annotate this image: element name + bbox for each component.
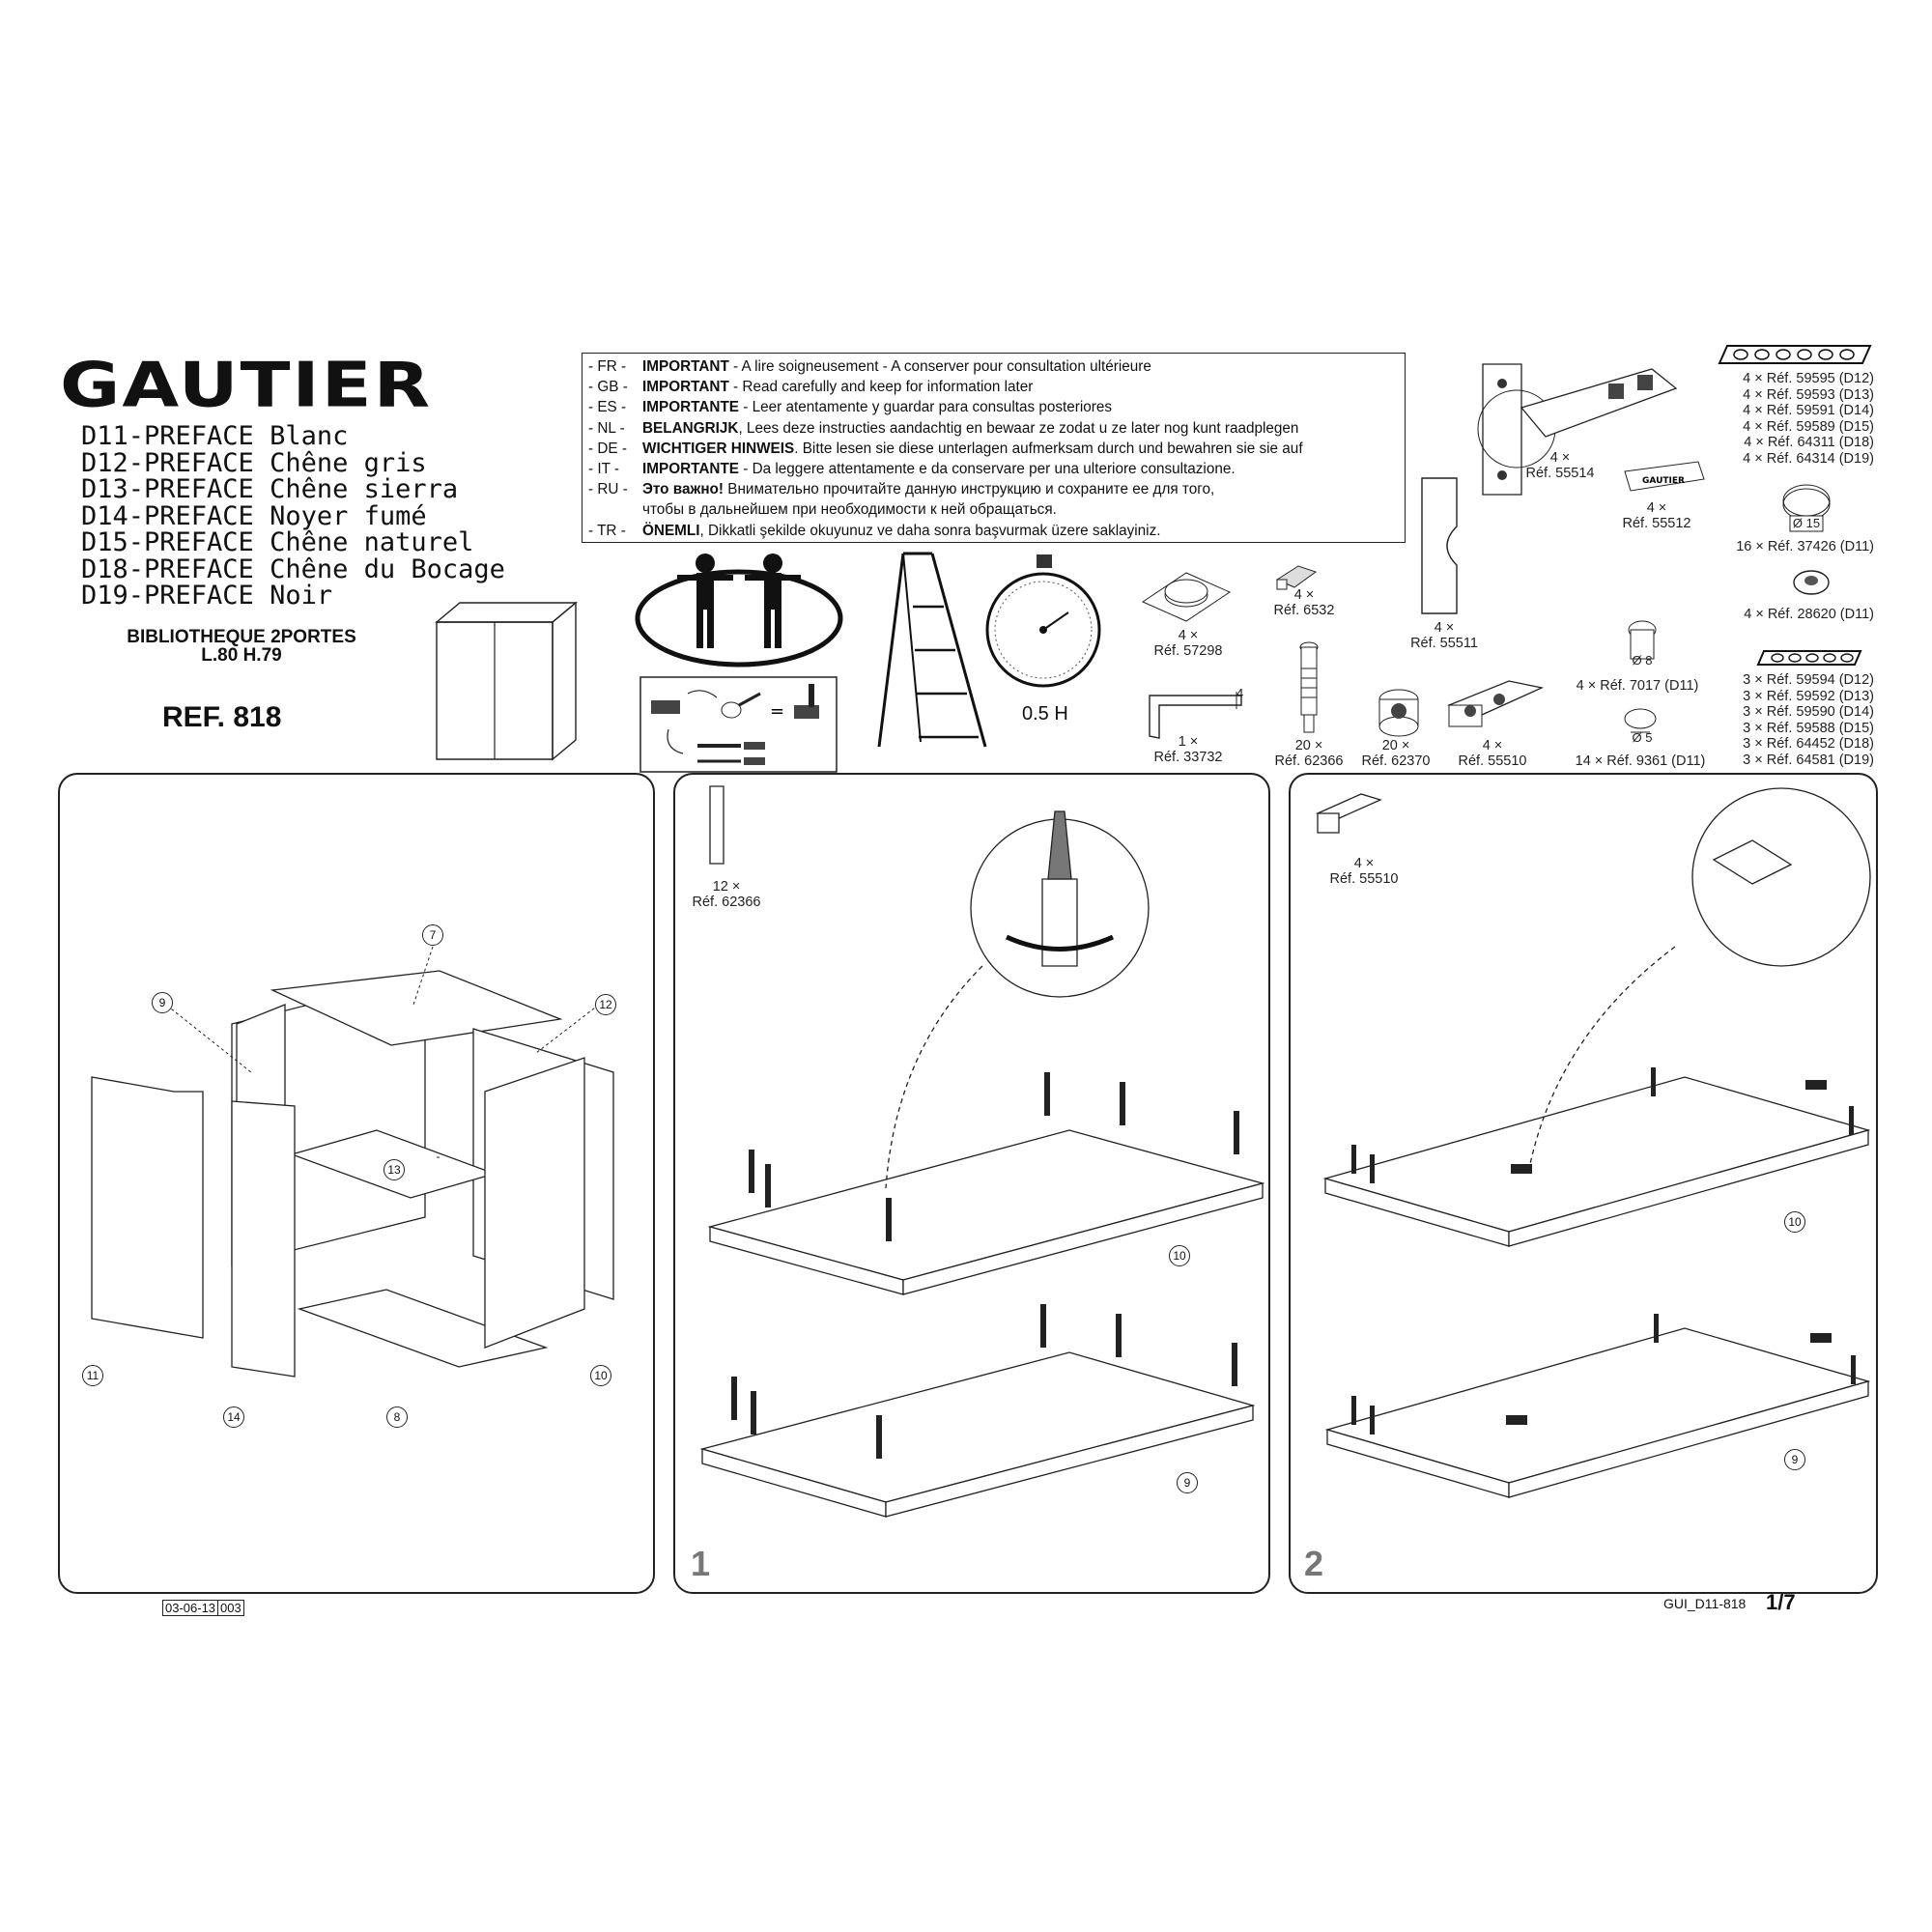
hardware-label-55510: 4 ×Réf. 55510 — [1458, 738, 1527, 769]
felt-pad-icon — [1138, 568, 1235, 626]
hardware-label-55514: 4 ×Réf. 55514 — [1525, 450, 1595, 481]
washer-icon — [1787, 565, 1835, 600]
hardware-label-6532: 4 ×Réf. 6532 — [1273, 587, 1335, 618]
leg-strip-icon — [1718, 344, 1872, 365]
hardware-label-33732: 1 ×Réf. 33732 — [1153, 734, 1223, 765]
step1-part-label: 12 ×Réf. 62366 — [692, 879, 761, 910]
callout-part-9: 9 — [1177, 1472, 1198, 1493]
hinge-plate-icon — [1418, 473, 1476, 618]
revision-box: 03-06-13 003 — [162, 1600, 244, 1616]
warning-box: - FR -IMPORTANT - A lire soigneusement -… — [582, 353, 1406, 543]
allen-key-size: 4 — [1236, 686, 1244, 700]
product-title: BIBLIOTHEQUE 2PORTES L.80 H.79 — [116, 628, 367, 665]
warning-row: - DE -WICHTIGER HINWEIS. Bitte lesen sie… — [588, 440, 1303, 457]
step-number: 1 — [691, 1544, 711, 1583]
leg-strip-short-icon — [1756, 649, 1862, 667]
model-line: D14-PREFACE Noyer fumé — [81, 500, 427, 531]
page-number: 1/7 — [1766, 1590, 1796, 1614]
svg-text:=: = — [770, 701, 784, 722]
callout-part-12: 12 — [595, 994, 616, 1015]
tools-icon: = — [639, 676, 838, 773]
callout-part-9: 9 — [152, 992, 173, 1013]
step-number: 2 — [1304, 1544, 1324, 1583]
step2-diagram — [1289, 773, 1878, 1594]
hardware-label-55511: 4 ×Réf. 55511 — [1410, 620, 1478, 651]
callout-part-8: 8 — [386, 1406, 408, 1428]
model-list: D11-PREFACE Blanc D12-PREFACE Chêne gris… — [81, 423, 505, 610]
hinge-cover-brand: GAUTIER — [1642, 476, 1685, 486]
model-line: D11-PREFACE Blanc — [81, 421, 349, 451]
model-line: D12-PREFACE Chêne gris — [81, 447, 427, 478]
model-line: D18-PREFACE Chêne du Bocage — [81, 554, 505, 584]
warning-row: - GB -IMPORTANT - Read carefully and kee… — [588, 379, 1034, 396]
step2-part-label: 4 ×Réf. 55510 — [1329, 856, 1399, 887]
legs-long-refs: 4 × Réf. 59595 (D12)4 × Réf. 59593 (D13)… — [1743, 371, 1874, 467]
hardware-label-62366: 20 ×Réf. 62366 — [1274, 738, 1344, 769]
warning-row: - ES -IMPORTANTE - Leer atentamente y gu… — [588, 399, 1113, 416]
overview-panel — [58, 773, 655, 1594]
callout-part-10: 10 — [1169, 1245, 1190, 1266]
warning-row: - RU -Это важно! Внимательно прочитайте … — [588, 481, 1215, 498]
hardware-label-9361: 14 × Réf. 9361 (D11) — [1575, 753, 1706, 769]
two-people-icon — [633, 554, 845, 671]
hardware-label-7017: 4 × Réf. 7017 (D11) — [1576, 678, 1699, 694]
hardware-label-28620: 4 × Réf. 28620 (D11) — [1744, 607, 1874, 622]
step1-diagram — [673, 773, 1270, 1594]
pin-8-diameter: Ø 8 — [1632, 653, 1653, 668]
revision-date: 03-06-13 — [162, 1600, 219, 1616]
cap-5-diameter: Ø 5 — [1632, 730, 1653, 745]
hardware-label-57298: 4 ×Réf. 57298 — [1153, 628, 1223, 659]
callout-part-10: 10 — [1784, 1211, 1805, 1233]
hardware-label-37426: 16 × Réf. 37426 (D11) — [1736, 539, 1874, 554]
product-name: BIBLIOTHEQUE 2PORTES — [127, 627, 356, 647]
warning-row: - NL -BELANGRIJK, Lees deze instructies … — [588, 419, 1299, 437]
cam-lock-icon — [1372, 686, 1426, 738]
model-line: D19-PREFACE Noir — [81, 581, 333, 611]
cap-15-diameter: Ø 15 — [1792, 516, 1821, 530]
hinge-icon — [1468, 359, 1681, 504]
model-line: D13-PREFACE Chêne sierra — [81, 474, 459, 504]
revision-version: 003 — [218, 1600, 244, 1616]
callout-part-7: 7 — [422, 924, 443, 946]
warning-row: чтобы в дальнейшем при необходимости к н… — [642, 501, 1057, 519]
callout-part-9: 9 — [1784, 1449, 1805, 1470]
product-dimensions: L.80 H.79 — [201, 645, 282, 666]
document-code: GUI_D11-818 — [1663, 1596, 1747, 1611]
pin-8-icon — [1623, 618, 1662, 665]
callout-part-10: 10 — [590, 1365, 611, 1386]
legs-short-refs: 3 × Réf. 59594 (D12)3 × Réf. 59592 (D13)… — [1743, 672, 1874, 768]
hardware-label-55512: 4 ×Réf. 55512 — [1622, 500, 1691, 531]
cap-15-icon — [1773, 481, 1840, 534]
cap-5-icon — [1621, 707, 1660, 736]
connector-bracket-icon — [1441, 676, 1548, 734]
callout-part-14: 14 — [223, 1406, 244, 1428]
stopwatch-icon — [983, 554, 1104, 707]
warning-row: - FR -IMPORTANT - A lire soigneusement -… — [588, 358, 1151, 375]
step2-panel — [1289, 773, 1878, 1594]
brand-logo: GAUTIER — [60, 348, 433, 421]
hinge-cover-icon: GAUTIER — [1621, 458, 1708, 497]
cabinet-thumbnail — [435, 599, 580, 763]
model-line: D15-PREFACE Chêne naturel — [81, 527, 474, 557]
shelf-support-icon — [1273, 560, 1321, 593]
callout-part-13: 13 — [384, 1159, 405, 1180]
assembly-time: 0.5 H — [1022, 703, 1068, 724]
warning-row: - TR -ÖNEMLI, Dikkatli şekilde okuyunuz … — [588, 522, 1161, 539]
exploded-view-diagram — [58, 773, 655, 1594]
cam-bolt-icon — [1294, 639, 1323, 736]
callout-part-11: 11 — [82, 1365, 103, 1386]
step1-panel — [673, 773, 1270, 1594]
allen-key-icon — [1140, 688, 1256, 746]
ladder-icon — [874, 549, 995, 752]
warning-row: - IT -IMPORTANTE - Da leggere attentamen… — [588, 461, 1236, 478]
hardware-label-62370: 20 ×Réf. 62370 — [1361, 738, 1431, 769]
product-ref: REF. 818 — [162, 701, 282, 733]
